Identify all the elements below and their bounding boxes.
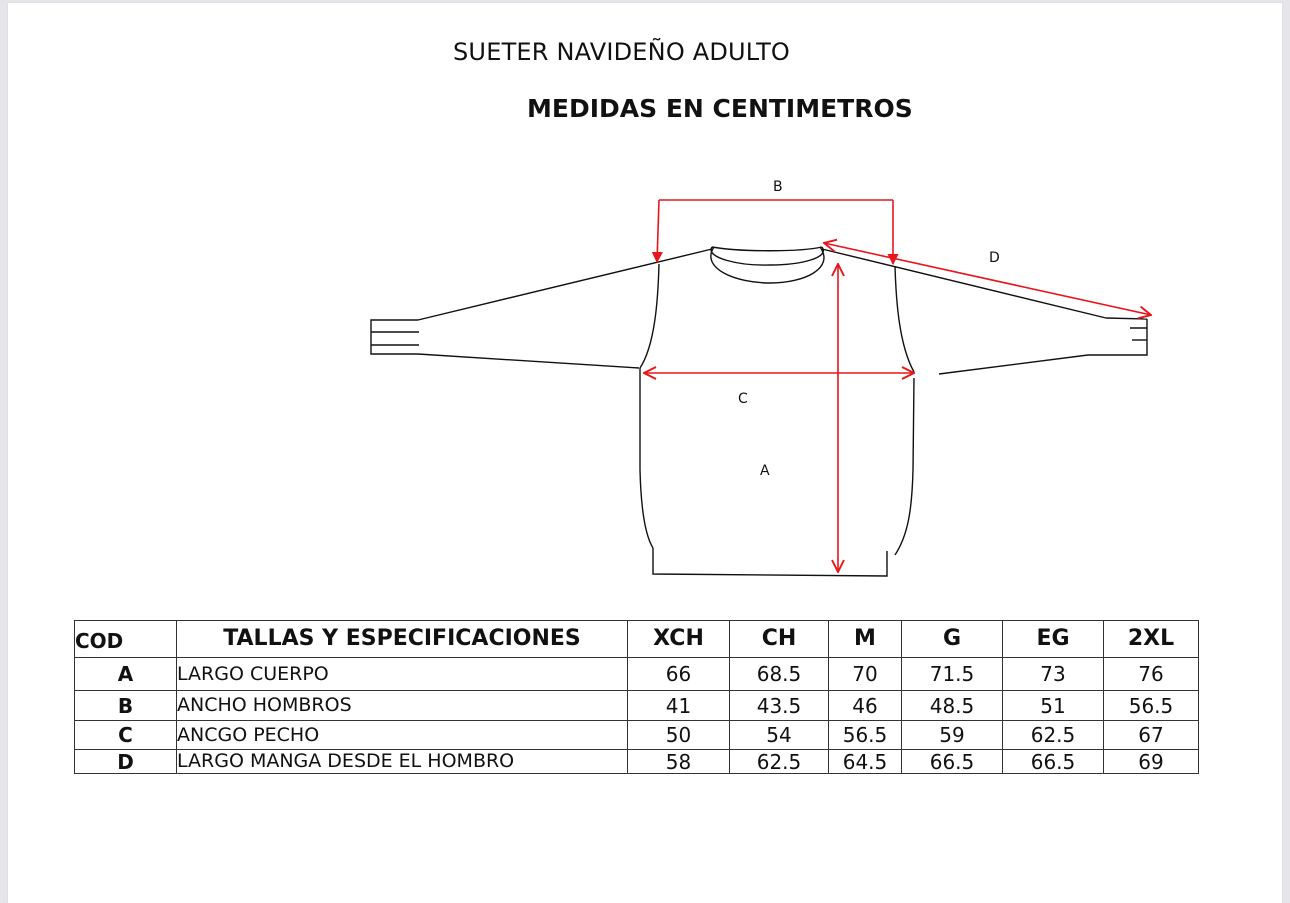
measure-b-left-arrow	[651, 199, 663, 264]
cell-value: 76	[1103, 657, 1199, 691]
cell-value: 43.5	[729, 690, 829, 721]
cell-value: 66	[627, 657, 730, 691]
cell-value: 56.5	[1103, 690, 1199, 721]
cell-value: 41	[627, 690, 730, 721]
header-size-g: G	[901, 620, 1003, 658]
row-cod: B	[74, 690, 177, 721]
document-subtitle: MEDIDAS EN CENTIMETROS	[527, 94, 913, 123]
cell-value: 66.5	[901, 749, 1003, 774]
cell-value: 66.5	[1002, 749, 1104, 774]
header-size-m: M	[828, 620, 902, 658]
cell-value: 56.5	[828, 720, 902, 750]
measurement-lines	[644, 199, 1151, 572]
table-row: C ANCGO PECHO 50 54 56.5 59 62.5 67	[74, 720, 1199, 750]
cell-value: 73	[1002, 657, 1104, 691]
row-desc: LARGO CUERPO	[176, 657, 628, 691]
cell-value: 62.5	[1002, 720, 1104, 750]
label-b: B	[773, 179, 783, 195]
header-size-ch: CH	[729, 620, 829, 658]
cell-value: 54	[729, 720, 829, 750]
row-cod: C	[74, 720, 177, 750]
table-header-row: COD TALLAS Y ESPECIFICACIONES XCH CH M G…	[74, 620, 1199, 658]
label-a: A	[760, 463, 770, 479]
header-size-xch: XCH	[627, 620, 730, 658]
header-size-eg: EG	[1002, 620, 1104, 658]
cell-value: 67	[1103, 720, 1199, 750]
row-desc: ANCHO HOMBROS	[176, 690, 628, 721]
cell-value: 64.5	[828, 749, 902, 774]
cell-value: 48.5	[901, 690, 1003, 721]
cell-value: 58	[627, 749, 730, 774]
cell-value: 71.5	[901, 657, 1003, 691]
cell-value: 69	[1103, 749, 1199, 774]
header-cod: COD	[74, 620, 177, 658]
label-c: C	[738, 391, 748, 407]
document-title: SUETER NAVIDEÑO ADULTO	[453, 38, 791, 66]
cell-value: 46	[828, 690, 902, 721]
header-size-2xl: 2XL	[1103, 620, 1199, 658]
measure-d-line	[824, 243, 1151, 315]
row-cod: A	[74, 657, 177, 691]
cell-value: 68.5	[729, 657, 829, 691]
cell-value: 59	[901, 720, 1003, 750]
cell-value: 62.5	[729, 749, 829, 774]
sweater-measurement-diagram: B D C A	[370, 179, 1290, 577]
row-desc: LARGO MANGA DESDE EL HOMBRO	[176, 749, 628, 774]
label-d: D	[989, 250, 1000, 266]
cell-value: 51	[1002, 690, 1104, 721]
row-desc: ANCGO PECHO	[176, 720, 628, 750]
row-cod: D	[74, 749, 177, 774]
sweater-outline	[370, 246, 1148, 577]
cell-value: 50	[627, 720, 730, 750]
table-row: B ANCHO HOMBROS 41 43.5 46 48.5 51 56.5	[74, 690, 1199, 721]
table-row: D LARGO MANGA DESDE EL HOMBRO 58 62.5 64…	[74, 749, 1199, 774]
cell-value: 70	[828, 657, 902, 691]
size-spec-table: COD TALLAS Y ESPECIFICACIONES XCH CH M G…	[74, 620, 1199, 774]
header-spec: TALLAS Y ESPECIFICACIONES	[176, 620, 628, 658]
table-row: A LARGO CUERPO 66 68.5 70 71.5 73 76	[74, 657, 1199, 691]
